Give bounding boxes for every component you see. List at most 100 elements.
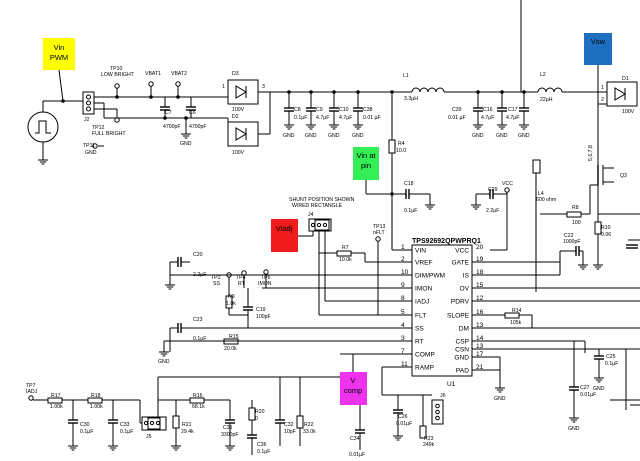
ic-left-pins: VIN1VREF2DIM/PWM10IMON9IADJ8FLT5SS4RT3CO… [401,244,445,372]
c23-label: C23 [193,317,203,323]
ic-pin-number: 3 [401,335,405,342]
ic-pin-name: FLT [415,313,426,320]
r10-label: R10 [601,225,611,231]
ic-pin-name: OV [459,286,469,293]
c36-label: C36 [257,442,267,448]
r22-value: 33.0k [303,429,316,435]
d3-pin1: 1 [222,84,225,90]
c18-label: C18 [404,181,414,187]
c10-label: C10 [339,107,349,113]
ic-pin-pad: PAD 21 [456,364,484,375]
ic-pin-name: CSP [455,339,469,346]
r7-label: R7 [342,245,349,251]
ic-pin-number: 13 [476,343,484,350]
c34-label: C34 [350,436,360,442]
ic-pin-name: DIM/PWM [415,273,445,280]
r9-c19: R9 1.0k C19 100pF [225,288,271,328]
ic-pin-name: PAD [456,368,469,375]
r22-label: R22 [304,422,314,428]
vbat1-label: VBAT1 [145,71,161,77]
c31-value: 3300pF [221,432,239,438]
nflt-label: nFLT [373,230,386,236]
r17-label: R17 [51,393,61,399]
r9-value: 1.0k [226,301,236,307]
ic-pin-dim-pwm: DIM/PWM 10 [401,269,445,280]
ic-pin-name: DM [459,326,469,333]
l2-label: L2 [540,72,546,78]
c27-label: C27 [580,385,590,391]
d2-value: 100V [232,150,245,156]
c6-label: C6 [189,110,196,116]
r21-label: R21 [182,422,192,428]
c29-vcc: C29 2.2µF VCC [470,181,513,251]
iadj-tp-label: IADJ [26,389,38,395]
inductor-l1: L1 3.3µH [403,73,445,102]
shunt-note-line2: W/RED RECTANGLE [292,203,343,209]
v-comp-box [340,372,367,405]
vin-at-pin-callout: Vin at pin [353,147,379,180]
d3-pin3: 3 [262,84,265,90]
tp11-label: TP11 [83,143,95,149]
c9-value: 4.7µF [316,115,329,121]
r8: R8 100 [540,184,598,226]
ic-pin-number: 10 [401,269,409,276]
viadj-box [271,219,298,252]
gnd-label: GND [472,133,484,139]
r8-value: 100 [572,220,581,226]
ic-pin-name: SS [415,326,424,333]
c17-value: 4.7µF [506,115,519,121]
d1-label: D1 [622,76,629,82]
r10-value: 0.06 [601,232,611,238]
d3-label: D3 [232,71,239,77]
gnd-label: GND [593,386,605,392]
vin-at-pin-box [353,147,379,180]
tp13-label: TP13 [373,224,386,230]
c29-value: 2.2µF [486,208,499,214]
ic-pin-number: 9 [401,282,405,289]
jumper-j6 [431,399,444,425]
vin-pwm-callout: Vin PWM [43,38,75,70]
ic-pin-number: 8 [401,295,405,302]
ic-pin-name: GATE [452,260,470,267]
c8-label: C8 [294,107,301,113]
c26-label: C26 [398,414,408,420]
c16-value: 4.7µF [481,115,494,121]
r4-value: 10.0 [396,148,406,154]
c38-label: C38 [363,107,373,113]
ic-pin-name: IS [463,273,470,280]
r4-c18: R4 10.0 C18 0.1µF [388,92,436,250]
ic-pin-number: 1 [401,244,405,251]
pulse-waveform-icon [35,120,51,134]
tp10-label: TP10 [110,66,123,72]
c30-label: C30 [80,422,90,428]
tp2-label: TP2 [211,275,221,281]
c25-label: C25 [606,354,616,360]
vin-pwm-line2: PWM [50,53,68,62]
c23-value: 0.1µF [193,336,206,342]
c33-value: 0.1µF [120,429,133,435]
v-comp-line1: V [350,376,355,385]
c26-value: 0.01µF [396,421,412,427]
ic-pin-number: 18 [476,269,484,276]
ic-pin-flt: FLT 5 [401,309,426,320]
ramp-network: C26 0.01µF C34 0.01µF R23 249k J6 [349,367,446,458]
ic-pin-name: VREF [415,260,433,267]
vin-pwm-box [43,38,75,70]
c31-label: C31 [223,425,233,431]
j5-label: J5 [146,434,152,440]
ic-pin-number: 5 [401,309,405,316]
c39-label: C39 [452,107,462,113]
ic-pin-number: 21 [476,364,484,371]
d3-value: 100V [232,107,245,113]
c36-value: 0.1µF [257,449,270,455]
c32-label: C32 [284,422,294,428]
c23-r15: C23 0.1µF GND R15 20.0k [158,317,239,365]
c20-value: 2.2µF [193,272,206,278]
